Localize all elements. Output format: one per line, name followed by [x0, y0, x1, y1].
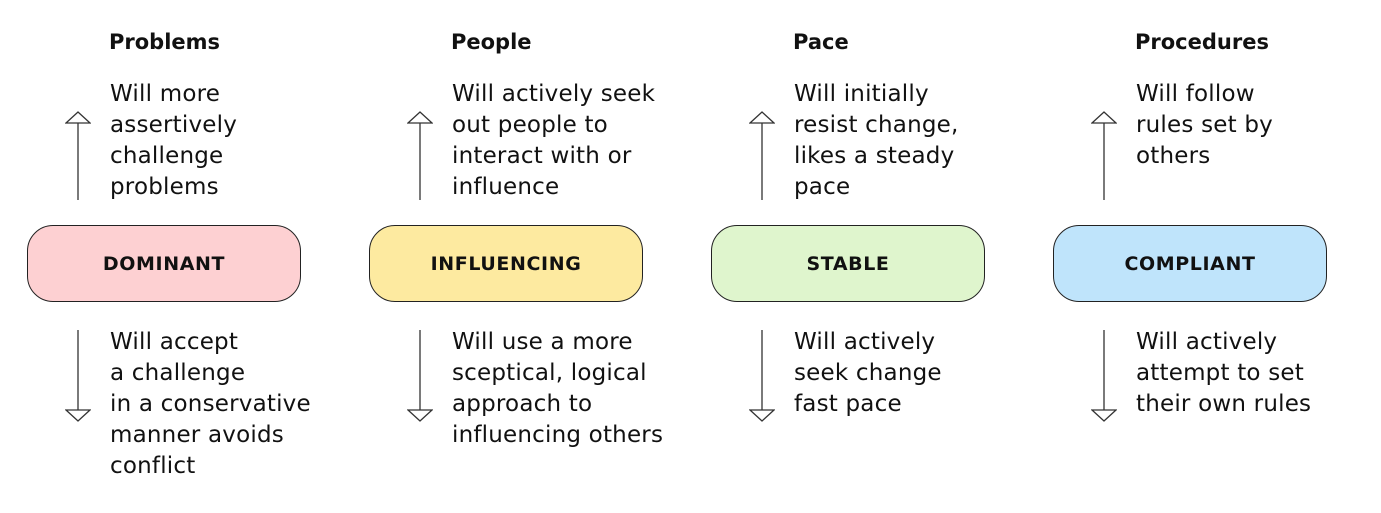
increase-behaviour-text: Will actively seek out people to interac…: [452, 81, 656, 200]
type-box-influencing: INFLUENCING: [369, 225, 643, 302]
type-box-compliant: COMPLIANT: [1053, 225, 1327, 302]
column-heading: People: [451, 30, 532, 54]
type-label: COMPLIANT: [1124, 252, 1256, 275]
increase-behaviour-text: Will initially resist change, likes a st…: [794, 81, 959, 200]
type-box-stable: STABLE: [711, 225, 985, 302]
arrow-down-icon: [749, 328, 775, 424]
arrow-up-icon: [407, 110, 433, 202]
type-label: DOMINANT: [102, 252, 226, 275]
arrow-down-icon: [65, 328, 91, 424]
column-heading: Problems: [109, 30, 221, 54]
increase-behaviour-text: Will follow rules set by others: [1136, 81, 1273, 169]
increase-behaviour-text: Will more assertively challenge problems: [110, 81, 238, 200]
decrease-behaviour-text: Will actively attempt to set their own r…: [1136, 329, 1312, 417]
column-pace: Pace Will initially resist change, likes…: [711, 0, 1011, 513]
type-label: INFLUENCING: [430, 252, 582, 275]
arrow-up-icon: [65, 110, 91, 202]
type-box-dominant: DOMINANT: [27, 225, 301, 302]
arrow-up-icon: [1091, 110, 1117, 202]
type-label: STABLE: [806, 252, 890, 275]
column-heading: Procedures: [1135, 30, 1269, 54]
column-heading: Pace: [793, 30, 849, 54]
column-people: People Will actively seek out people to …: [369, 0, 669, 513]
column-problems: Problems Will more assertively challenge…: [27, 0, 327, 513]
decrease-behaviour-text: Will use a more sceptical, logical appro…: [452, 329, 664, 448]
arrow-down-icon: [1091, 328, 1117, 424]
decrease-behaviour-text: Will accept a challenge in a conservativ…: [110, 329, 311, 479]
column-procedures: Procedures Will follow rules set by othe…: [1053, 0, 1353, 513]
decrease-behaviour-text: Will actively seek change fast pace: [794, 329, 942, 417]
arrow-down-icon: [407, 328, 433, 424]
arrow-up-icon: [749, 110, 775, 202]
